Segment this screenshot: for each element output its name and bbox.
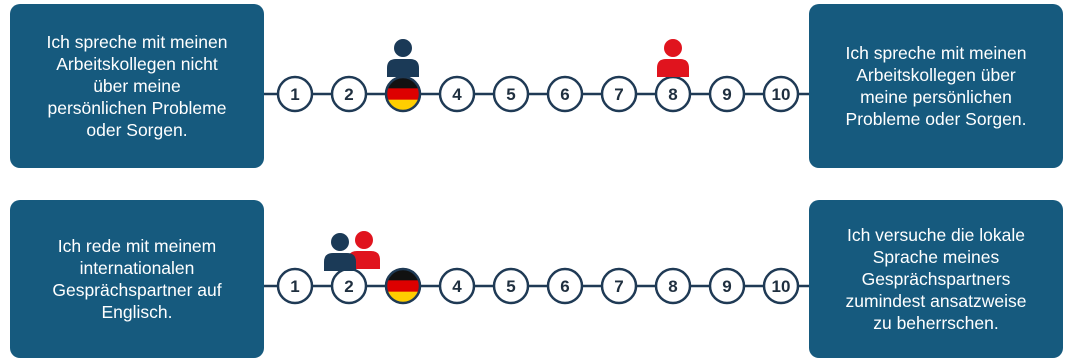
scale-label-2: 2 [344,277,353,296]
scale-point-7 [600,75,638,113]
scale-label-9: 9 [722,85,731,104]
scale-point-6 [546,75,584,113]
row2-right-statement: Ich versuche die lokale Sprache meines G… [845,225,1027,333]
scale-point-1 [276,75,314,113]
rating-scale-row2: 1 2 4 5 6 7 8 9 10 [264,231,809,305]
scale-label-6: 6 [560,277,569,296]
person-blue-icon [324,233,356,271]
scale-label-1: 1 [290,85,299,104]
person-red-icon-body [657,59,689,77]
flag-stripe-gold [386,99,420,111]
person-red-icon [657,39,689,77]
rating-scale-row1: 1 2 4 5 6 7 8 9 10 [264,39,809,113]
row1-left-statement-box: Ich spreche mit meinen Arbeitskollegen n… [10,4,264,168]
person-blue-icon-body [324,253,356,271]
person-blue-icon-head [331,233,349,251]
scale-point-4 [438,75,476,113]
person-red-icon-head [664,39,682,57]
scale-label-10: 10 [772,277,791,296]
scale-label-7: 7 [614,85,623,104]
scale-point-5 [492,75,530,113]
scale-label-5: 5 [506,277,515,296]
scale-point-9 [708,267,746,305]
flag-stripe-black [386,77,420,89]
scale-point-1 [276,267,314,305]
person-blue-icon-body [387,59,419,77]
person-red-icon-head [355,231,373,249]
row2-left-statement-box: Ich rede mit meinem internationalen Gesp… [10,200,264,358]
germany-flag-icon [386,269,420,303]
flag-ring [384,267,422,305]
scale-label-6: 6 [560,85,569,104]
scale-point-2 [330,75,368,113]
row1-right-statement-box: Ich spreche mit meinen Arbeitskollegen ü… [809,4,1063,168]
scale-point-9 [708,75,746,113]
row1-left-statement: Ich spreche mit meinen Arbeitskollegen n… [46,32,228,140]
scale-label-9: 9 [722,277,731,296]
scale-point-8 [654,267,692,305]
person-blue-icon [387,39,419,77]
scale-point-7 [600,267,638,305]
person-blue-icon-head [394,39,412,57]
scale-label-8: 8 [668,277,677,296]
flag-stripe-red [386,88,420,101]
scale-label-10: 10 [772,85,791,104]
scale-label-5: 5 [506,85,515,104]
row2-left-statement: Ich rede mit meinem internationalen Gesp… [52,236,222,322]
scale-label-1: 1 [290,277,299,296]
germany-flag-icon [386,77,420,111]
scale-point-10 [762,75,800,113]
scale-label-2: 2 [344,85,353,104]
scale-label-7: 7 [614,277,623,296]
row2-right-statement-box: Ich versuche die lokale Sprache meines G… [809,200,1063,358]
scale-point-6 [546,267,584,305]
scale-point-4 [438,267,476,305]
flag-stripe-red [386,280,420,293]
flag-stripe-gold [386,291,420,303]
scale-point-5 [492,267,530,305]
scale-point-10 [762,267,800,305]
scale-label-4: 4 [452,85,462,104]
row1-right-statement: Ich spreche mit meinen Arbeitskollegen ü… [845,43,1027,129]
scale-label-8: 8 [668,85,677,104]
scale-label-4: 4 [452,277,462,296]
flag-stripe-black [386,269,420,281]
